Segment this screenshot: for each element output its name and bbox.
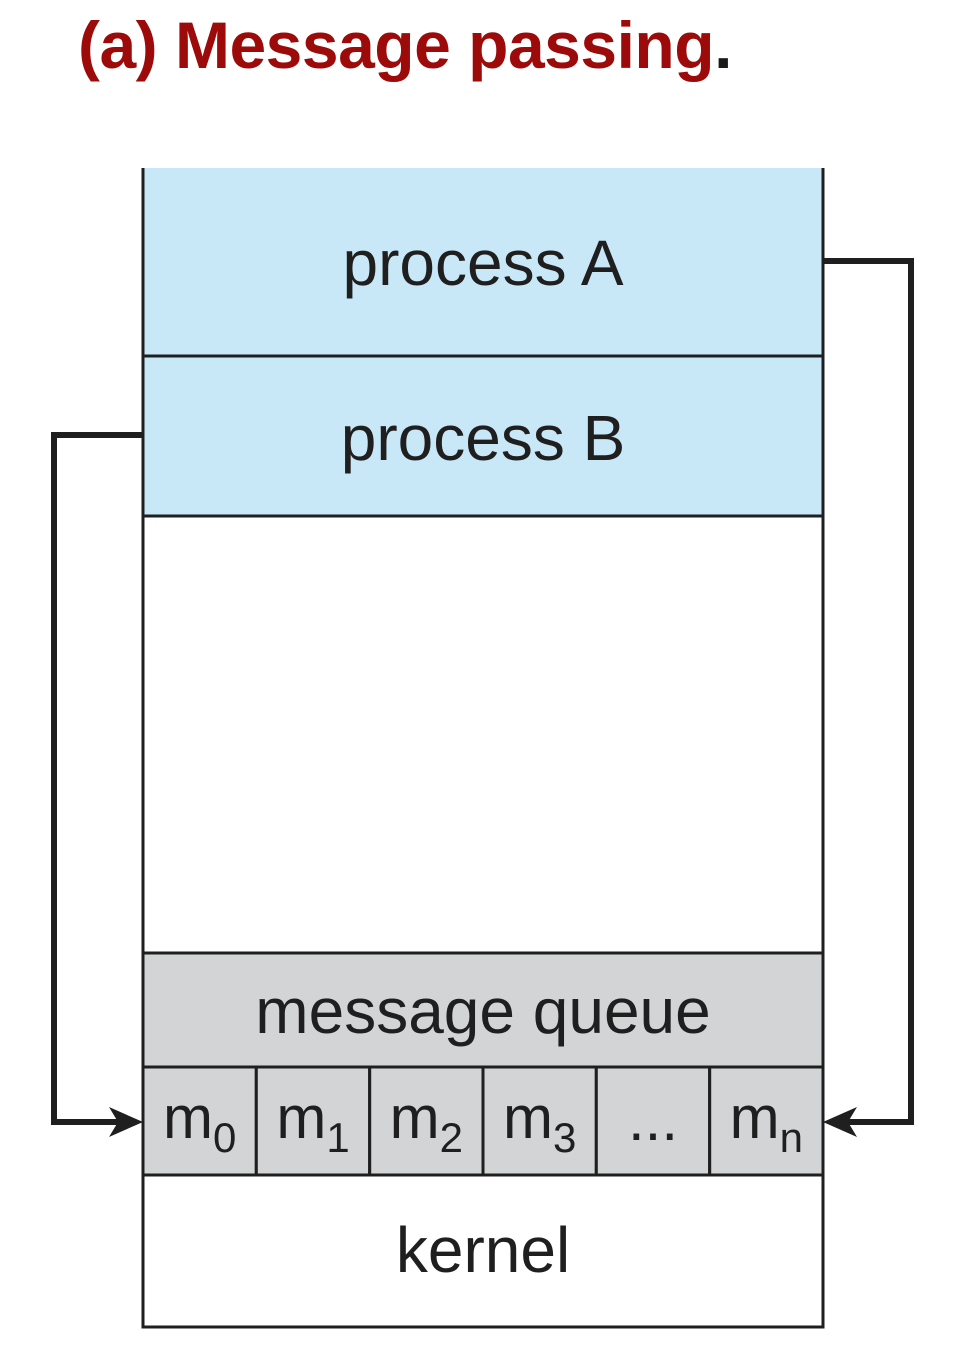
- diagram-title: (a) Message passing.: [78, 12, 732, 78]
- message-queue-box: [141, 951, 825, 1069]
- arrow-head-left: [109, 1107, 143, 1137]
- message-label-ellipsis: ...: [628, 1086, 678, 1153]
- arrow-head-right: [823, 1107, 857, 1137]
- shared-memory-area: [141, 514, 825, 955]
- message-label-3: m3: [503, 1084, 576, 1161]
- process-a-box: [143, 168, 823, 356]
- message-label-n: mn: [730, 1084, 803, 1161]
- kernel-box: [141, 1173, 825, 1329]
- message-cell-4: [594, 1065, 712, 1177]
- process-b-label: process B: [341, 402, 626, 474]
- title-text: (a) Message passing: [78, 8, 715, 82]
- message-queue-label: message queue: [255, 975, 710, 1047]
- process-a-label: process A: [342, 227, 623, 299]
- kernel-label: kernel: [396, 1214, 570, 1286]
- message-label-1: m1: [276, 1084, 349, 1161]
- message-cells: m0 m1 m2 m3 ... mn: [141, 1065, 825, 1177]
- arrow-process-b-to-queue: [51, 432, 143, 1125]
- message-cell-5: [708, 1065, 825, 1177]
- message-label-0: m0: [163, 1084, 236, 1161]
- arrow-process-a-to-queue: [823, 258, 914, 1125]
- message-label-2: m2: [390, 1084, 463, 1161]
- title-period: .: [714, 8, 732, 82]
